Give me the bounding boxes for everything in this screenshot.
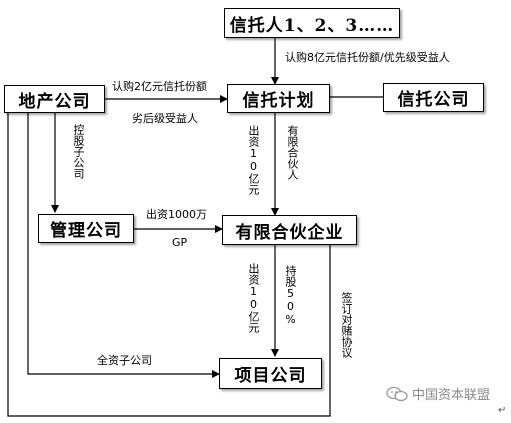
node-project: 项目公司 [219,358,322,389]
label-realestate-to-plan-bottom: 劣后级受益人 [132,112,198,125]
node-partnership: 有限合伙企业 [222,215,357,245]
label-plan-invest: 出资10亿元 [247,125,260,195]
label-gp: GP [172,236,188,249]
edge-gamble-agreement [7,113,331,417]
label-realestate-to-plan-top: 认购2亿元信托份额 [112,80,207,93]
label-gamble-agreement: 签订对赌协议 [340,292,353,358]
node-trust-plan: 信托计划 [227,84,330,113]
wechat-logo-icon [386,386,408,401]
node-real-estate: 地产公司 [4,85,105,113]
label-plan-limited-partner: 有限合伙人 [286,125,299,180]
node-trust-company: 信托公司 [383,83,484,112]
edge-realestate-project [27,113,220,378]
label-management-invest: 出资1000万 [146,208,207,221]
label-partnership-invest: 出资10亿元 [247,263,260,333]
label-trustors-to-plan: 认购8亿元信托份额/优先级受益人 [285,51,450,64]
node-management: 管理公司 [38,214,134,243]
label-holding-subsidiary: 控股子公司 [72,124,85,179]
label-partnership-stake: 持股50% [284,265,297,326]
watermark-text: 中国资本联盟 [412,388,491,403]
label-wholly-owned: 全资子公司 [97,354,152,367]
node-trustors: 信托人1、2、3…… [224,8,400,38]
paragraph-end-mark: ↵ [498,405,507,416]
watermark: 中国资本联盟 [386,384,490,403]
